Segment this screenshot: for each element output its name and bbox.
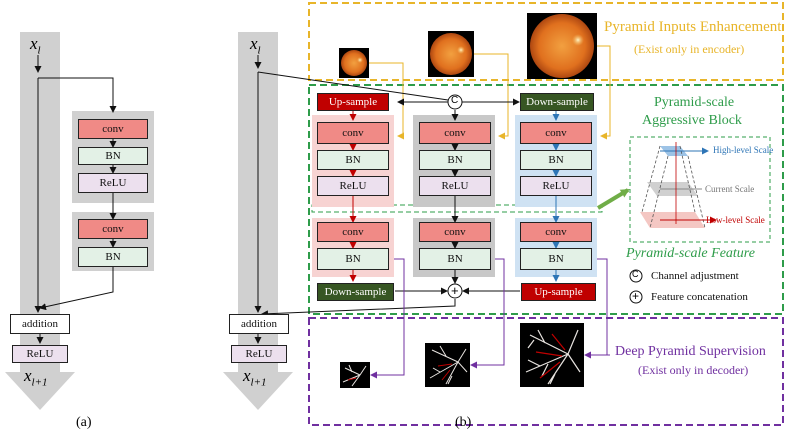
pyramid-feature-title: Pyramid-scale Feature bbox=[626, 246, 755, 261]
panel-a-caption: (a) bbox=[76, 415, 92, 430]
purple-arrows bbox=[370, 258, 610, 379]
left-relu-1: ReLU bbox=[317, 176, 389, 196]
panel-b-input-label: xl bbox=[250, 34, 261, 57]
fundus-image-large bbox=[527, 13, 597, 79]
legend-channel-symbol: C bbox=[632, 269, 639, 279]
pyramid-feature-region bbox=[629, 136, 771, 243]
panel-b-addition: addition bbox=[229, 314, 289, 334]
up-sample-bottom: Up-sample bbox=[521, 283, 596, 301]
right-conv-1: conv bbox=[520, 122, 592, 144]
pyramid-inputs-subtitle: (Exist only in encoder) bbox=[634, 42, 745, 56]
vessel-output-medium bbox=[425, 343, 470, 387]
channel-adjust-symbol: C bbox=[451, 95, 459, 106]
mid-bn-2: BN bbox=[419, 248, 491, 270]
up-sample-top: Up-sample bbox=[317, 93, 389, 111]
current-scale: Current Scale bbox=[705, 184, 755, 194]
pyramid-inputs-title: Pyramid Inputs Enhancement bbox=[604, 19, 782, 35]
pyramid-inputs-region bbox=[308, 2, 784, 81]
panel-a-output-label: xl+1 bbox=[24, 366, 48, 389]
panel-b-output-label: xl+1 bbox=[243, 366, 267, 389]
panel-b-arrows bbox=[254, 55, 520, 344]
right-bn-2: BN bbox=[520, 248, 592, 270]
legend-channel-text: Channel adjustment bbox=[651, 270, 739, 282]
left-bn-1: BN bbox=[317, 150, 389, 170]
panel-a-addition: addition bbox=[10, 314, 70, 334]
left-bn-2: BN bbox=[317, 248, 389, 270]
deep-supervision-region bbox=[308, 317, 784, 426]
mid-bn-1: BN bbox=[419, 150, 491, 170]
deep-supervision-title: Deep Pyramid Supervision bbox=[615, 344, 766, 359]
right-relu-1: ReLU bbox=[520, 176, 592, 196]
panel-a-arrows bbox=[34, 55, 117, 344]
panel-a-relu-1: ReLU bbox=[78, 173, 148, 193]
down-sample-bottom: Down-sample bbox=[317, 283, 394, 301]
concat-node bbox=[447, 283, 463, 299]
aggressive-block-region bbox=[308, 84, 784, 315]
green-connector-arrow bbox=[596, 188, 630, 210]
right-conv-2: conv bbox=[520, 222, 592, 242]
fundus-image-small bbox=[339, 48, 369, 78]
panel-a-relu-out: ReLU bbox=[12, 345, 68, 363]
panel-a-bn-2: BN bbox=[78, 247, 148, 267]
right-bn-1: BN bbox=[520, 150, 592, 170]
fundus-image-medium bbox=[428, 31, 474, 77]
mid-conv-1: conv bbox=[419, 122, 491, 144]
panel-b-caption: (b) bbox=[455, 415, 472, 430]
deep-supervision-subtitle: (Exist only in decoder) bbox=[638, 363, 749, 377]
panel-a-conv-1: conv bbox=[78, 119, 148, 139]
concat-symbol: + bbox=[451, 283, 459, 298]
legend-concat-text: Feature concatenation bbox=[651, 291, 748, 303]
panel-a-conv-2: conv bbox=[78, 219, 148, 239]
high-level-scale: High-level Scale bbox=[713, 145, 774, 155]
left-conv-1: conv bbox=[317, 122, 389, 144]
mid-relu-1: ReLU bbox=[419, 176, 491, 196]
vessel-output-large bbox=[520, 323, 584, 387]
pyramid-scale-illustration bbox=[640, 142, 717, 229]
left-conv-2: conv bbox=[317, 222, 389, 242]
aggressive-block-title-2: Aggressive Block bbox=[642, 113, 742, 128]
vessel-output-small bbox=[340, 362, 370, 388]
aggressive-block-title-1: Pyramid-scale bbox=[654, 95, 735, 110]
panel-a-input-label: xl bbox=[30, 34, 41, 57]
legend-concat-symbol: + bbox=[632, 289, 640, 303]
channel-adjust-node bbox=[447, 94, 463, 110]
panel-b-relu-out: ReLU bbox=[231, 345, 287, 363]
low-level-scale: Low-level Scale bbox=[706, 215, 765, 225]
legend-circles bbox=[629, 269, 643, 304]
mid-conv-2: conv bbox=[419, 222, 491, 242]
panel-a-bn-1: BN bbox=[78, 147, 148, 165]
down-sample-top: Down-sample bbox=[520, 93, 594, 111]
